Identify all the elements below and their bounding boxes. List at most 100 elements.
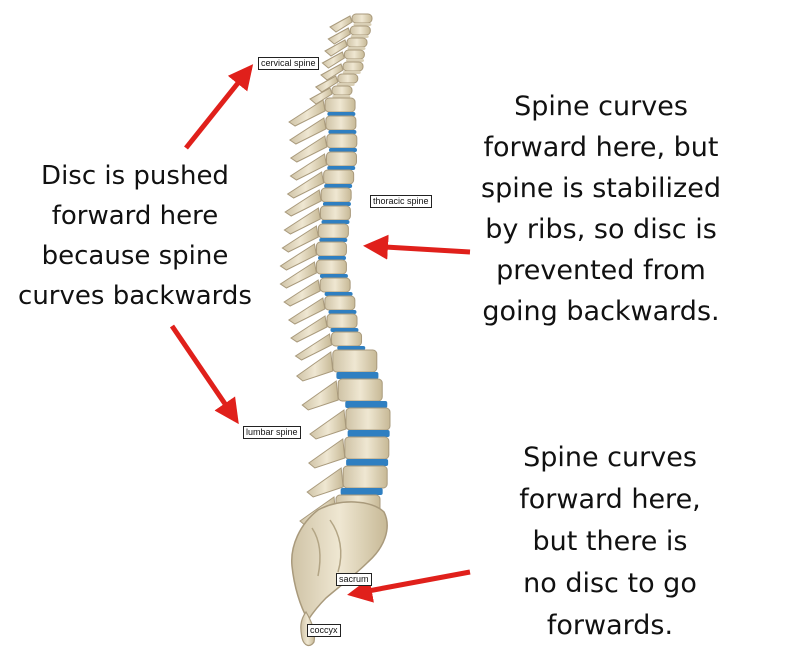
intervertebral-disc (324, 292, 353, 296)
vertebra-body (326, 133, 358, 149)
annotation-left-line: forward here (51, 201, 219, 231)
vertebra-body (325, 115, 357, 131)
vertebra-body (324, 97, 356, 113)
annotation-right-bottom-line: forwards. (546, 610, 674, 641)
sacrum-ridge (311, 519, 342, 577)
vertebra-process (288, 99, 326, 127)
intervertebral-disc (340, 488, 383, 495)
vertebra-body (346, 37, 368, 48)
vertebra-process (295, 351, 334, 382)
annotation-left-line: Disc is pushed (41, 161, 229, 191)
vertebra-process (283, 279, 321, 307)
vertebra-process (288, 117, 327, 145)
vertebra-body (331, 331, 363, 347)
vertebra-process (287, 297, 326, 325)
vertebra-process (289, 153, 328, 181)
annotation-left-line: curves backwards (18, 281, 252, 311)
intervertebral-disc (345, 59, 364, 62)
annotation-right-top-line: spine is stabilized (481, 173, 721, 204)
vertebra-process (289, 135, 328, 163)
vertebra-body (331, 85, 353, 96)
label-cervical-spine: cervical spine (258, 57, 319, 70)
intervertebral-disc (328, 130, 357, 134)
vertebra-process (286, 171, 325, 199)
annotation-right-top-line: by ribs, so disc is (485, 214, 717, 245)
intervertebral-disc (322, 202, 351, 206)
arrow-to-thoracic (363, 234, 471, 260)
intervertebral-disc (327, 112, 356, 116)
intervertebral-disc (332, 95, 351, 98)
intervertebral-disc (345, 401, 388, 408)
annotation-right-bottom-line: forward here, (519, 484, 701, 515)
intervertebral-disc (329, 148, 357, 152)
label-sacrum: sacrum (336, 573, 372, 586)
annotation-right-bottom-line: but there is (532, 526, 688, 557)
vertebra-body (343, 49, 365, 60)
vertebra-body (351, 13, 373, 24)
annotation-right-top-line: going backwards. (482, 296, 720, 327)
vertebra-body (326, 313, 358, 329)
vertebra-process (324, 39, 348, 57)
vertebra-body (319, 205, 351, 221)
intervertebral-disc (319, 274, 348, 278)
vertebra-process (320, 63, 344, 81)
annotation-right-bottom: Spine curves forward here, but there is … (480, 437, 740, 647)
intervertebral-disc (350, 35, 369, 38)
intervertebral-disc (347, 47, 366, 50)
vertebra-process (309, 409, 347, 440)
annotation-right-bottom-line: no disc to go (523, 568, 697, 599)
vertebra-process (294, 333, 333, 361)
arrow-to-lumbar (169, 324, 239, 425)
vertebra-body (342, 61, 364, 72)
intervertebral-disc (328, 310, 357, 314)
vertebra-process (279, 243, 318, 271)
label-lumbar-spine: lumbar spine (243, 426, 301, 439)
intervertebral-disc (336, 83, 355, 86)
vertebra-body (315, 241, 347, 257)
arrow-to-sacrum (347, 569, 471, 603)
vertebra-process (329, 15, 353, 33)
vertebra-body (320, 187, 352, 203)
vertebra-body (344, 436, 390, 460)
vertebra-process (283, 207, 321, 235)
annotation-left: Disc is pushed forward here because spin… (0, 156, 270, 316)
intervertebral-disc (346, 459, 389, 466)
vertebra-process (327, 27, 351, 45)
sacrum-bone (291, 501, 388, 622)
vertebra-process (279, 261, 317, 289)
vertebra-body (337, 73, 359, 84)
label-thoracic-spine: thoracic spine (370, 195, 432, 208)
vertebra-process (281, 225, 319, 253)
annotation-right-top-line: prevented from (496, 255, 706, 286)
vertebra-body (337, 378, 383, 402)
vertebra-body (325, 151, 357, 167)
intervertebral-disc (327, 166, 356, 170)
vertebra-process (290, 315, 328, 343)
annotation-left-line: because spine (41, 241, 229, 271)
annotation-right-top-line: Spine curves (514, 91, 688, 122)
intervertebral-disc (321, 220, 350, 224)
label-coccyx: coccyx (307, 624, 341, 637)
intervertebral-disc (347, 430, 390, 437)
vertebra-process (321, 51, 345, 69)
intervertebral-disc (337, 346, 366, 350)
intervertebral-disc (353, 23, 372, 26)
spine-column (279, 13, 391, 527)
annotation-right-bottom-line: Spine curves (523, 442, 697, 473)
vertebra-body (323, 169, 355, 185)
annotation-right-top: Spine curves forward here, but spine is … (462, 86, 740, 332)
vertebra-process (301, 380, 339, 411)
vertebra-process (306, 467, 344, 498)
vertebra-body (319, 277, 351, 293)
intervertebral-disc (319, 238, 348, 242)
intervertebral-disc (336, 372, 379, 379)
vertebra-body (345, 407, 391, 431)
intervertebral-disc (342, 71, 361, 74)
vertebra-process (308, 438, 346, 469)
vertebra-body (317, 223, 349, 239)
vertebra-body (315, 259, 347, 275)
vertebra-body (324, 295, 356, 311)
vertebra-body (349, 25, 371, 36)
